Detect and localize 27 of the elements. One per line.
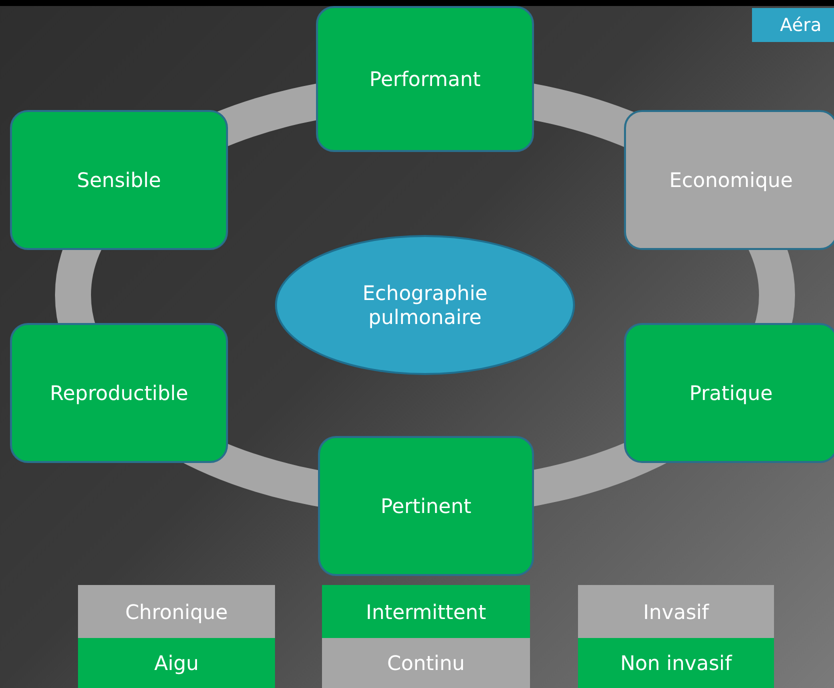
option-box — [578, 585, 774, 638]
feature-box — [316, 6, 534, 152]
feature-box — [10, 110, 228, 250]
box-label: Non invasif — [620, 651, 732, 675]
box-label: Chronique — [125, 600, 228, 624]
box-label: Reproductible — [50, 381, 188, 405]
feature-box — [10, 323, 228, 463]
box-label: Pertinent — [380, 494, 472, 518]
option-box — [78, 638, 275, 688]
box-label: Aigu — [154, 651, 199, 675]
box-label: Intermittent — [366, 600, 486, 624]
feature-box — [624, 110, 834, 250]
box-label: Sensible — [76, 168, 162, 192]
box-label: Economique — [669, 168, 793, 192]
option-box — [578, 638, 774, 688]
box-label: Aéra — [780, 14, 822, 36]
option-box — [322, 638, 530, 688]
feature-box — [624, 323, 834, 463]
option-box — [78, 585, 275, 638]
box-label: Echographie pulmonaire — [362, 281, 488, 329]
box-label: Performant — [369, 67, 481, 91]
feature-box — [318, 436, 534, 576]
box-label: Continu — [387, 651, 465, 675]
box-label: Pratique — [689, 381, 773, 405]
section-tag — [752, 8, 834, 42]
box-label: Invasif — [643, 600, 709, 624]
option-box — [322, 585, 530, 638]
